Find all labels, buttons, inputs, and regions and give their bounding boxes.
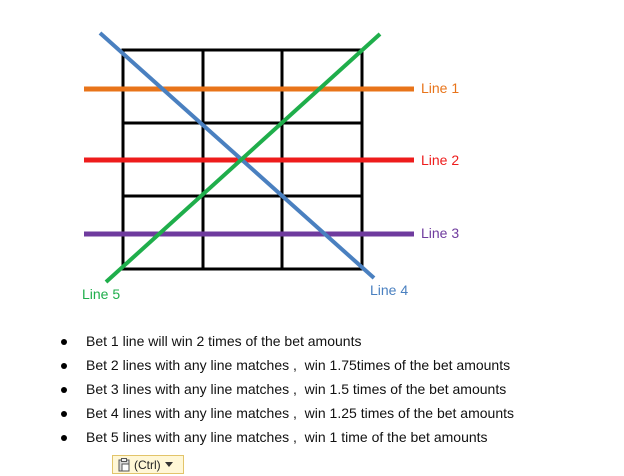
list-item: Bet 1 line will win 2 times of the bet a…	[0, 331, 624, 353]
rule-text: Bet 1 line will win 2 times of the bet a…	[86, 333, 362, 349]
payline-5	[104, 32, 382, 284]
chevron-down-icon	[164, 462, 173, 467]
bullet-icon	[61, 435, 67, 441]
payline-1-label: Line 1	[421, 80, 459, 96]
bullet-icon	[61, 339, 67, 345]
bullet-icon	[61, 363, 67, 369]
rule-text: Bet 4 lines with any line matches , win …	[86, 405, 514, 421]
paste-options-button[interactable]: (Ctrl)	[112, 455, 184, 474]
list-item: Bet 4 lines with any line matches , win …	[0, 403, 624, 425]
list-item: Bet 3 lines with any line matches , win …	[0, 379, 624, 401]
paste-options-label: (Ctrl)	[134, 457, 161, 472]
rule-text: Bet 5 lines with any line matches , win …	[86, 429, 488, 445]
payline-3-label: Line 3	[421, 225, 459, 241]
clipboard-icon	[117, 457, 131, 472]
bullet-icon	[61, 387, 67, 393]
rule-text: Bet 2 lines with any line matches , win …	[86, 357, 511, 373]
payline-4	[98, 31, 376, 280]
list-item: Bet 2 lines with any line matches , win …	[0, 355, 624, 377]
bullet-icon	[61, 411, 67, 417]
rule-text: Bet 3 lines with any line matches , win …	[86, 381, 507, 397]
payline-4-label: Line 4	[370, 282, 408, 298]
payline-5-label: Line 5	[82, 286, 120, 302]
payline-2-label: Line 2	[421, 152, 459, 168]
list-item: Bet 5 lines with any line matches , win …	[0, 427, 624, 449]
paylines-diagram: Line 1 Line 2 Line 3 Line 4 Line 5	[82, 31, 459, 302]
